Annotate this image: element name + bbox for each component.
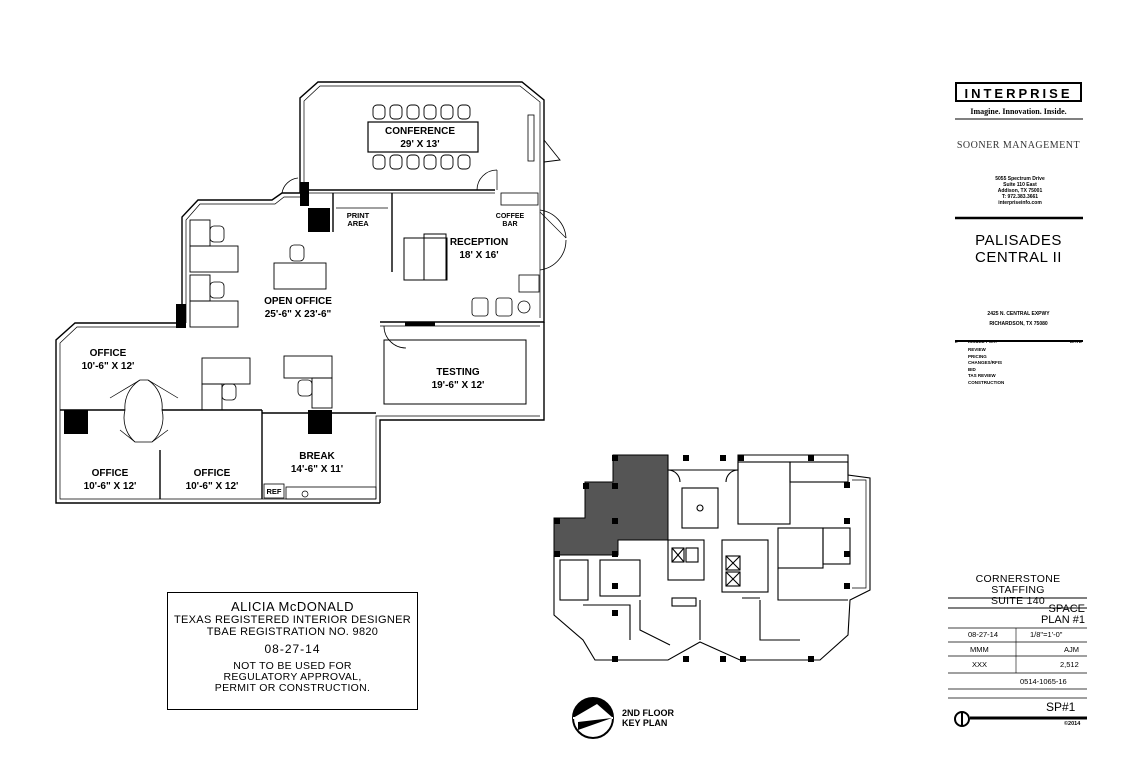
revision-item: CHANGES/RFIS <box>968 360 1003 365</box>
project-address: 2425 N. CENTRAL EXPWY RICHARDSON, TX 750… <box>955 309 1082 329</box>
key-plan-suite-highlight <box>553 454 669 556</box>
revision-item: TAS REVIEW <box>968 373 996 378</box>
rev-header-right: DATE <box>1070 339 1082 344</box>
title-date: 08-27-14 <box>968 630 999 639</box>
designer-registration: TBAE REGISTRATION NO. 9820 <box>206 626 379 638</box>
designer-stamp: ALICIA McDONALD TEXAS REGISTERED INTERIO… <box>167 592 418 710</box>
open-office-north-wall <box>181 192 300 323</box>
break-label: BREAK <box>299 451 335 462</box>
revision-item: BID <box>968 366 976 372</box>
rev-header-mid: ISSUED FOR: <box>968 339 998 344</box>
conference-label: CONFERENCE <box>385 126 455 137</box>
office-top-dims: 10'-6" X 12' <box>82 361 135 372</box>
title-area: 2,512 <box>1060 660 1079 669</box>
west-offices-outer-wall <box>55 322 380 504</box>
stamp-note-1: NOT TO BE USED FOR <box>233 660 352 672</box>
sheet-title-line-2: PLAN #1 <box>1040 614 1085 626</box>
client-line-2: SUITE 140 <box>990 595 1046 607</box>
stamp-date: 08-27-14 <box>264 642 321 656</box>
key-plan-label: 2ND FLOOR KEY PLAN <box>622 708 674 728</box>
designer-name: ALICIA McDONALD <box>230 599 355 614</box>
project-address-line-2: RICHARDSON, TX 75080 <box>989 321 1048 327</box>
rev-header-left: IP <box>955 339 960 344</box>
reception-dims: 18' X 16' <box>459 250 498 261</box>
break-dims: 14'-6" X 11' <box>291 464 343 475</box>
office-address-line: T: 972.383.3661 <box>1001 194 1039 200</box>
title-job-number: 0514-1065-16 <box>1020 677 1067 686</box>
copyright: ©2014 <box>1064 721 1081 727</box>
interprise-tagline: Imagine. Innovation. Inside. <box>970 107 1067 116</box>
reception-label: RECEPTION <box>450 237 508 248</box>
office-address-line: Suite 110 East <box>1003 182 1037 188</box>
revision-item: REVIEW <box>968 347 986 352</box>
conference-outer-wall <box>299 81 545 193</box>
office-bottom-left-dims: 10'-6" X 12' <box>84 481 137 492</box>
ref-label: REF <box>267 487 282 496</box>
revision-list: REVIEW PRICING CHANGES/RFIS BID TAS REVI… <box>968 347 1038 386</box>
project-name-line-1: PALISADES <box>975 232 1062 249</box>
interprise-logo: INTERPRISE <box>955 82 1082 102</box>
sheet-title-line-1: SPACE <box>1048 603 1085 615</box>
open-office-label: OPEN OFFICE <box>264 296 332 307</box>
title-count: XXX <box>972 660 988 669</box>
print-area-label-2: AREA <box>347 219 369 228</box>
stamp-note-2: REGULATORY APPROVAL, <box>223 671 362 683</box>
office-bottom-mid-label: OFFICE <box>194 468 231 479</box>
stamp-note-3: PERMIT OR CONSTRUCTION. <box>214 682 371 694</box>
conference-dims: 29' X 13' <box>400 139 439 150</box>
project-name: PALISADES CENTRAL II <box>955 232 1082 266</box>
client-name: CORNERSTONE STAFFING SUITE 140 <box>948 574 1088 607</box>
key-plan <box>553 454 871 662</box>
sheet-title: SPACE PLAN #1 <box>1000 604 1085 626</box>
designer-title: TEXAS REGISTERED INTERIOR DESIGNER <box>174 614 411 626</box>
client-line-1: CORNERSTONE STAFFING <box>975 573 1061 596</box>
print-area-label-1: PRINT <box>347 211 370 220</box>
project-name-line-2: CENTRAL II <box>975 249 1062 266</box>
testing-label: TESTING <box>436 367 480 378</box>
office-top-label: OFFICE <box>90 348 127 359</box>
office-address-line: 5055 Spectrum Drive <box>995 176 1045 182</box>
project-address-line-1: 2425 N. CENTRAL EXPWY <box>987 311 1050 317</box>
office-address-line: Addison, TX 75001 <box>997 188 1043 194</box>
office-bottom-mid-dims: 10'-6" X 12' <box>186 481 239 492</box>
office-bottom-left-label: OFFICE <box>92 468 129 479</box>
testing-dims: 19'-6" X 12' <box>432 380 485 391</box>
key-plan-line-2: KEY PLAN <box>622 718 668 728</box>
info-icon <box>954 711 970 727</box>
coffee-bar-label-1: COFFEE <box>496 213 525 220</box>
title-checked: AJM <box>1064 645 1079 654</box>
key-plan-line-1: 2ND FLOOR <box>622 708 675 718</box>
title-drawn: MMM <box>970 645 989 654</box>
office-address-line: interpriseinfo.com <box>998 200 1042 206</box>
coffee-bar-label-2: BAR <box>502 221 517 228</box>
title-scale: 1/8"=1'-0" <box>1030 630 1063 639</box>
revision-item: PRICING <box>968 353 987 359</box>
north-arrow-icon <box>572 697 614 739</box>
revision-item: CONSTRUCTION <box>968 379 1005 385</box>
sooner-management-logo: SOONER MANAGEMENT <box>956 140 1081 151</box>
office-address: 5055 Spectrum Drive Suite 110 East Addis… <box>965 176 1075 206</box>
open-office-dims: 25'-6" X 23'-6" <box>265 309 332 320</box>
sheet-number: SP#1 <box>1046 700 1076 714</box>
